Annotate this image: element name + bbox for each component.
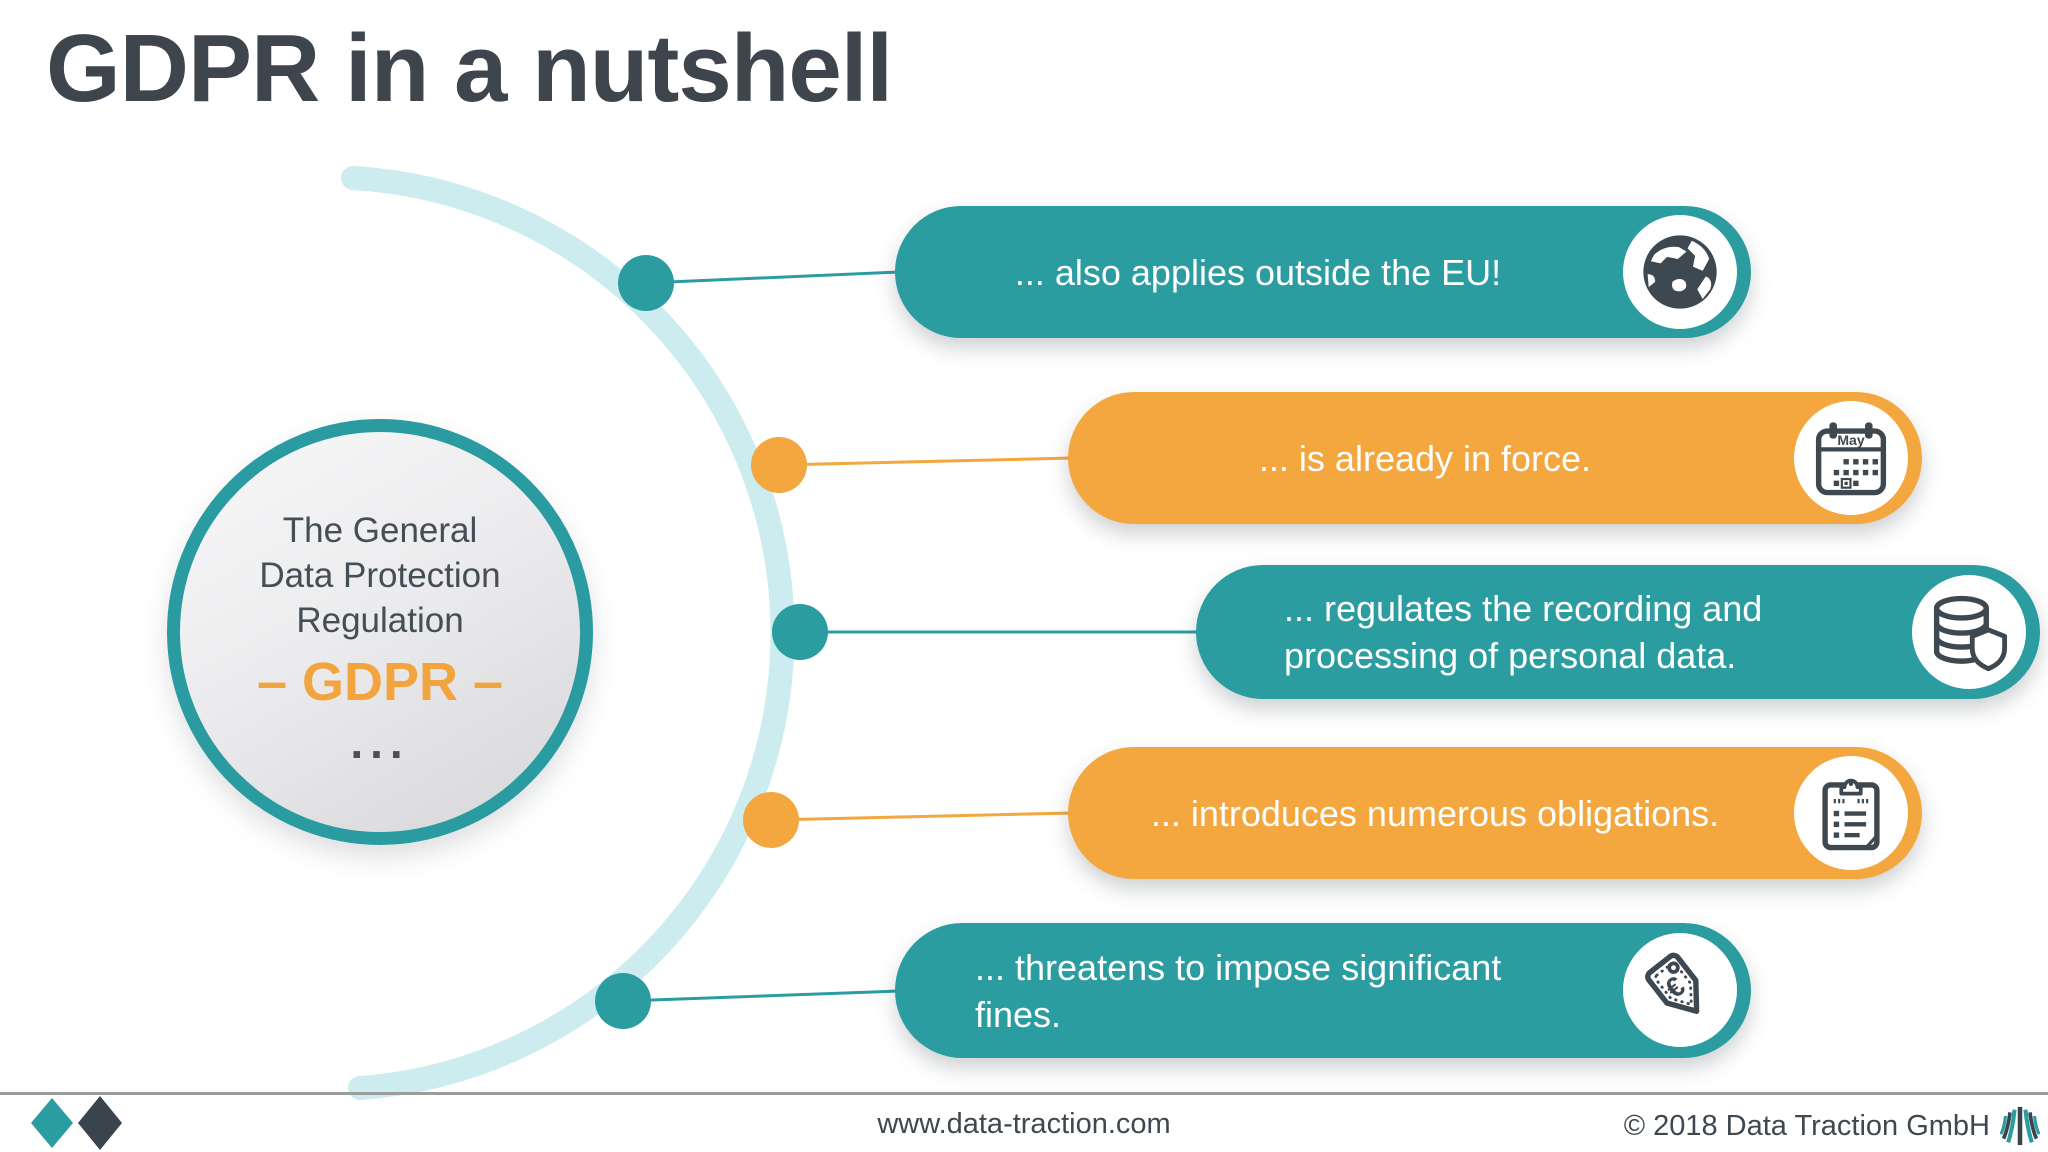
arc-dot-4 xyxy=(743,792,799,848)
clipboard-checklist-icon xyxy=(1822,778,1880,851)
pill-1-label: ... also applies outside the EU! xyxy=(1014,251,1502,293)
pill-2-label: ... is already in force. xyxy=(1258,437,1592,479)
pill-2-icon-circle: May xyxy=(1794,401,1908,515)
footer-website-link[interactable]: www.data-traction.com xyxy=(877,1108,1171,1140)
calendar-month-label: May xyxy=(1837,432,1864,448)
arc-dot-5 xyxy=(595,973,651,1029)
data-traction-logo xyxy=(2000,1106,2040,1146)
page-title: GDPR in a nutshell xyxy=(46,15,893,122)
gdpr-hub-circle: The General Data Protection Regulation –… xyxy=(167,419,593,845)
pill-regulates-recording-processing: ... regulates the recording and processi… xyxy=(1196,565,2040,699)
footer-divider xyxy=(0,1092,2048,1095)
connector-line-1 xyxy=(645,270,901,285)
footer-copyright-group: © 2018 Data Traction GmbH xyxy=(1624,1103,2040,1149)
pill-1-icon-circle xyxy=(1623,215,1737,329)
footer-teal-diamond xyxy=(31,1098,73,1148)
price-tag-euro-icon: € xyxy=(1645,952,1700,1014)
pill-5-label: ... threatens to impose significant fine… xyxy=(975,946,1502,1035)
pill-also-applies-outside-eu: ... also applies outside the EU! xyxy=(895,206,1751,338)
footer-copyright-text: © 2018 Data Traction GmbH xyxy=(1623,1110,1990,1142)
pill-4-icon-circle xyxy=(1794,756,1908,870)
pill-3-label: ... regulates the recording and processi… xyxy=(1284,588,1763,676)
database-shield-icon xyxy=(1933,595,2008,672)
pill-threatens-significant-fines: ... threatens to impose significant fine… xyxy=(895,923,1751,1058)
hub-gdpr-highlight: – GDPR – xyxy=(256,651,504,712)
hub-text-line-3: Regulation xyxy=(296,600,464,640)
pill-already-in-force: ... is already in force. May xyxy=(1068,392,1922,524)
arc-dot-3 xyxy=(772,604,828,660)
arc-dot-2 xyxy=(751,437,807,493)
pill-3-icon-circle xyxy=(1912,575,2026,689)
connector-line-5 xyxy=(622,989,901,1003)
hub-text-line-1: The General xyxy=(282,510,478,550)
pill-4-label: ... introduces numerous obligations. xyxy=(1150,792,1720,834)
globe-icon xyxy=(1643,235,1717,309)
footer-dark-diamond xyxy=(78,1096,122,1150)
hub-ellipsis: ... xyxy=(350,715,410,768)
connector-line-2 xyxy=(778,456,1073,467)
pill-5-icon-circle: € xyxy=(1623,933,1737,1047)
arc-dot-1 xyxy=(618,255,674,311)
pill-introduces-obligations: ... introduces numerous obligations. xyxy=(1068,747,1922,879)
calendar-icon: May xyxy=(1815,422,1887,496)
connector-line-4 xyxy=(770,811,1073,822)
hub-text-line-2: Data Protection xyxy=(259,555,501,595)
